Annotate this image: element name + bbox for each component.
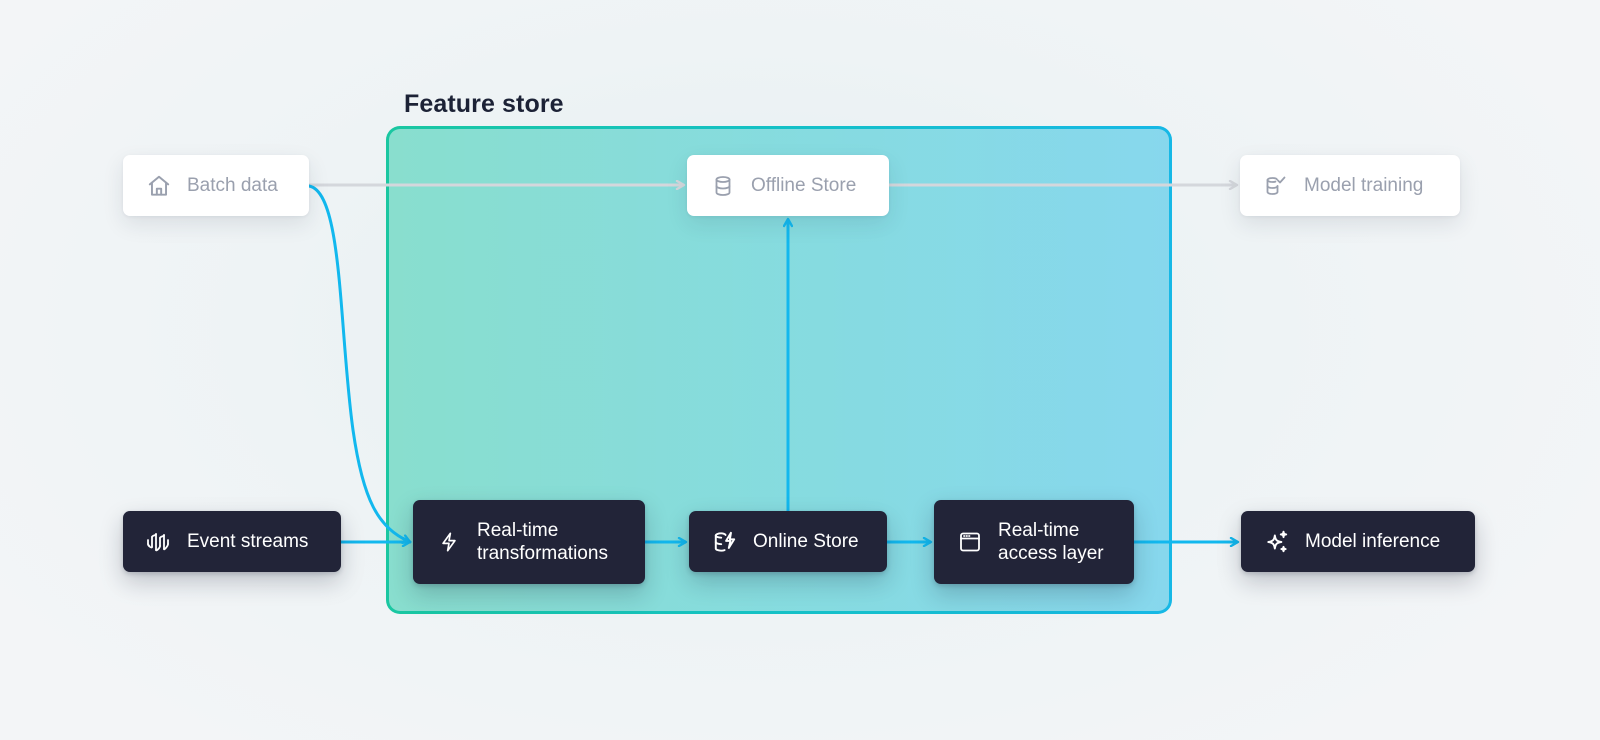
node-label-line-1: Real-time bbox=[477, 520, 559, 541]
node-label: Offline Store bbox=[751, 175, 857, 196]
database-icon bbox=[709, 172, 737, 200]
node-label: Real-time access layer bbox=[998, 519, 1104, 565]
node-label-line-1: Real-time bbox=[998, 520, 1080, 541]
node-offline-store[interactable]: Offline Store bbox=[687, 155, 889, 216]
node-label: Model inference bbox=[1305, 531, 1441, 552]
node-event-streams[interactable]: Event streams bbox=[123, 511, 341, 572]
node-label: Batch data bbox=[187, 175, 278, 196]
home-icon bbox=[145, 172, 173, 200]
lightning-icon bbox=[435, 528, 463, 556]
browser-window-icon bbox=[956, 528, 984, 556]
waveform-icon bbox=[145, 528, 173, 556]
database-lightning-icon bbox=[711, 528, 739, 556]
sparkles-icon bbox=[1263, 528, 1291, 556]
node-label: Model training bbox=[1304, 175, 1424, 196]
node-model-training[interactable]: Model training bbox=[1240, 155, 1460, 216]
node-batch-data[interactable]: Batch data bbox=[123, 155, 309, 216]
node-label: Online Store bbox=[753, 531, 859, 552]
node-realtime-transformations[interactable]: Real-time transformations bbox=[413, 500, 645, 584]
node-label: Event streams bbox=[187, 531, 309, 552]
node-model-inference[interactable]: Model inference bbox=[1241, 511, 1475, 572]
node-label-line-2: transformations bbox=[477, 543, 608, 564]
node-label: Real-time transformations bbox=[477, 519, 608, 565]
node-realtime-access-layer[interactable]: Real-time access layer bbox=[934, 500, 1134, 584]
edge-batch-to-transformations bbox=[307, 184, 412, 542]
database-check-icon bbox=[1262, 172, 1290, 200]
feature-store-title: Feature store bbox=[404, 90, 564, 118]
node-label-line-2: access layer bbox=[998, 543, 1104, 564]
node-online-store[interactable]: Online Store bbox=[689, 511, 887, 572]
